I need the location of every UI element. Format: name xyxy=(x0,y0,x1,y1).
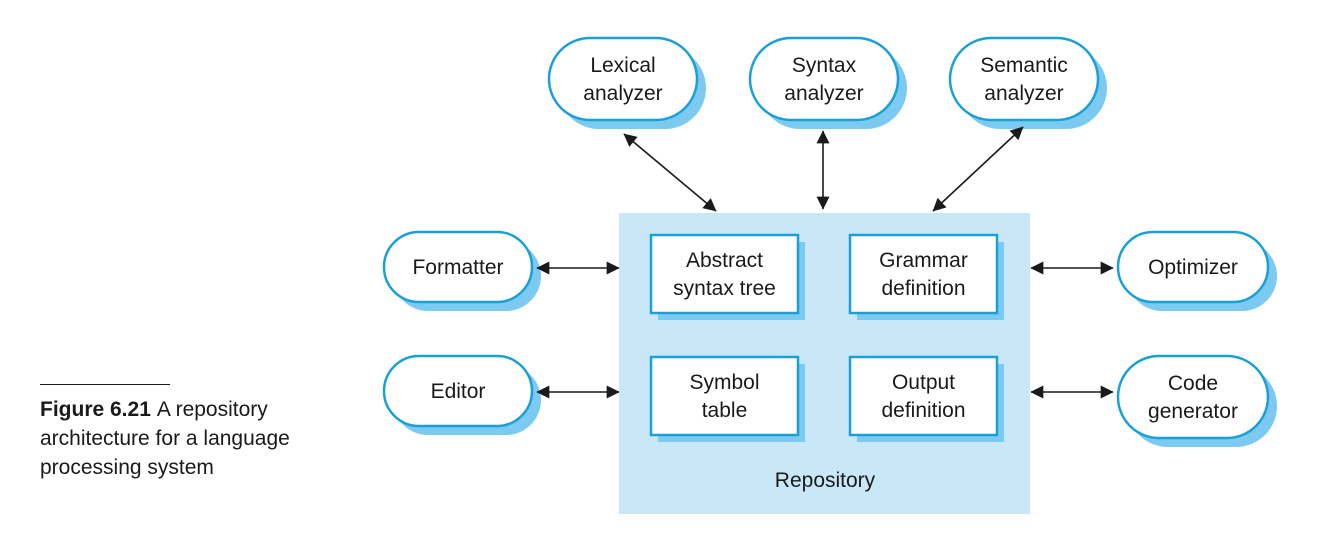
data-item-output-line: definition xyxy=(881,399,965,422)
data-item-ast: Abstract syntax tree xyxy=(649,233,805,320)
tool-box xyxy=(748,36,900,122)
caption-label: Figure 6.21 xyxy=(40,398,151,421)
data-item-output: Output definition xyxy=(848,355,1004,442)
tool-codegen-line: Code xyxy=(1168,372,1218,395)
tool-lexical: Lexical analyzer xyxy=(547,36,706,129)
tool-lexical-line: analyzer xyxy=(583,82,662,105)
tool-box xyxy=(948,36,1100,122)
tool-box xyxy=(1116,354,1270,440)
data-item-ast-line: Abstract xyxy=(686,249,763,272)
repository-label: Repository xyxy=(775,469,876,492)
tool-box xyxy=(1116,230,1270,304)
data-item-grammar-line: Grammar xyxy=(879,249,968,272)
caption-rule xyxy=(40,384,170,385)
tool-optimizer-line: Optimizer xyxy=(1148,256,1238,279)
tool-semantic-line: Semantic xyxy=(980,54,1068,77)
tool-formatter-line: Formatter xyxy=(412,256,503,279)
data-item-box xyxy=(848,233,999,315)
tool-editor-line: Editor xyxy=(431,380,486,403)
tool-lexical-line: Lexical xyxy=(590,54,655,77)
data-item-grammar: Grammar definition xyxy=(848,233,1004,320)
tool-codegen-line: generator xyxy=(1148,400,1238,423)
data-item-symbol-line: Symbol xyxy=(689,371,759,394)
tool-syntax: Syntax analyzer xyxy=(748,36,907,129)
data-item-symbol: Symbol table xyxy=(649,355,805,442)
caption-body: A repository architecture for a language… xyxy=(40,398,290,479)
data-item-box xyxy=(848,355,999,437)
tool-optimizer: Optimizer xyxy=(1116,230,1277,311)
data-item-symbol-line: table xyxy=(702,399,748,422)
data-item-box xyxy=(649,233,800,315)
tool-box xyxy=(382,230,534,304)
tool-semantic: Semantic analyzer xyxy=(948,36,1107,129)
tool-syntax-line: Syntax xyxy=(792,54,857,77)
tool-codegen: Code generator xyxy=(1116,354,1277,447)
tool-box xyxy=(547,36,699,122)
tool-box xyxy=(382,354,534,428)
arrow-lexical-repository xyxy=(623,133,717,212)
data-item-grammar-line: definition xyxy=(881,277,965,300)
data-item-ast-line: syntax tree xyxy=(673,277,776,300)
tools: Lexical analyzer Syntax analyzer Semantic ana… xyxy=(382,36,1277,447)
connections xyxy=(536,126,1114,399)
arrow-semantic-repository xyxy=(932,126,1024,212)
tool-editor: Editor xyxy=(382,354,541,435)
tool-formatter: Formatter xyxy=(382,230,541,311)
tool-syntax-line: analyzer xyxy=(784,82,863,105)
data-item-output-line: Output xyxy=(892,371,955,394)
tool-semantic-line: analyzer xyxy=(984,82,1063,105)
data-item-box xyxy=(649,355,800,437)
